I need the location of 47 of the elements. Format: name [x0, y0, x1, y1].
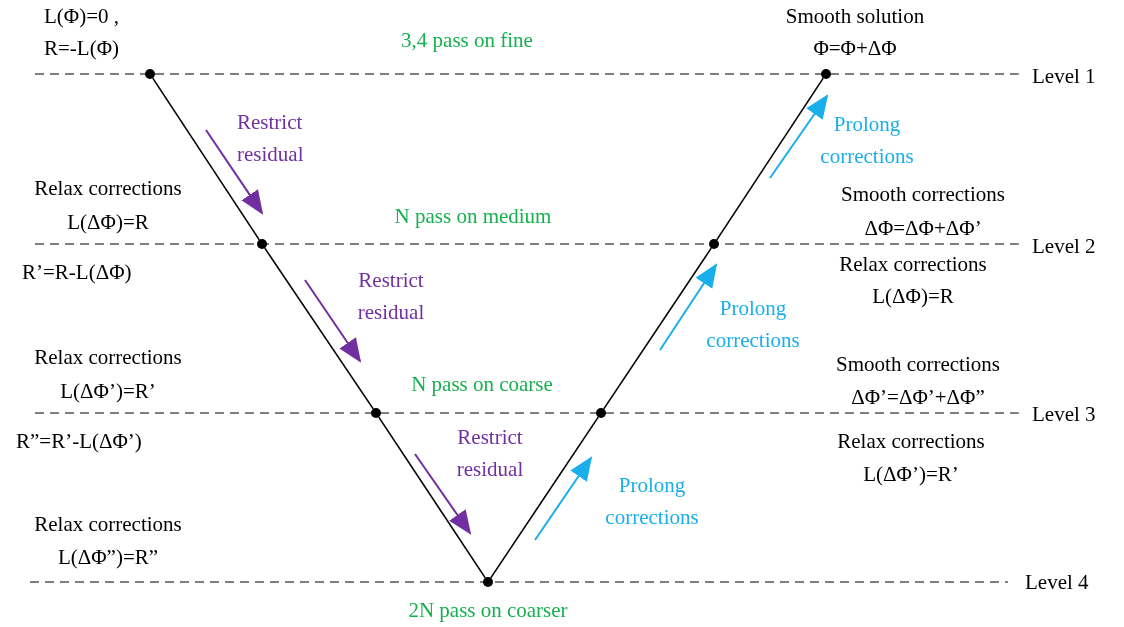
process-label: N pass on coarse [411, 371, 553, 398]
process-label: N pass on medium [394, 203, 552, 230]
step-label: R=-L(Φ) [44, 35, 119, 62]
step-label: R”=R’-L(ΔΦ’) [16, 428, 142, 455]
node-dot [145, 69, 155, 79]
step-label: L(ΔΦ)=R [67, 209, 149, 236]
process-label: Restrict residual [237, 109, 305, 168]
step-label: ΔΦ’=ΔΦ’+ΔΦ” [851, 384, 985, 411]
step-label: L(ΔΦ”)=R” [57, 544, 159, 571]
step-label: Relax corrections [837, 428, 985, 455]
connector-line [489, 416, 599, 579]
step-label: Smooth corrections [836, 351, 1000, 378]
node-dot [709, 239, 719, 249]
node-dot [821, 69, 831, 79]
node-dot [371, 408, 381, 418]
step-label: Relax corrections [34, 175, 182, 202]
step-label: Relax corrections [34, 344, 182, 371]
connector-line [264, 247, 374, 410]
connector-line [603, 247, 712, 410]
step-label: Relax corrections [34, 511, 182, 538]
level-label: Level 4 [1025, 569, 1089, 596]
level-label: Level 3 [1032, 401, 1096, 428]
process-label: 3,4 pass on fine [401, 27, 533, 54]
step-label: ΔΦ=ΔΦ+ΔΦ’ [864, 215, 982, 242]
level-label: Level 2 [1032, 233, 1096, 260]
connector-line [377, 416, 487, 579]
step-label: L(Φ)=0 , [44, 3, 119, 30]
step-label: Smooth corrections [841, 181, 1005, 208]
node-dot [257, 239, 267, 249]
step-label: L(ΔΦ’)=R’ [60, 378, 156, 405]
process-label: 2N pass on coarser [408, 597, 568, 624]
connector-line [151, 77, 261, 241]
step-label: Φ=Φ+ΔΦ [813, 35, 897, 62]
step-label: R’=R-L(ΔΦ) [22, 259, 132, 286]
step-label: Relax corrections [839, 251, 987, 278]
process-label: Prolong corrections [604, 472, 700, 531]
node-dot [596, 408, 606, 418]
step-label: L(ΔΦ)=R [872, 283, 954, 310]
connector-line [715, 77, 825, 241]
process-label: Prolong corrections [819, 111, 915, 170]
node-dot [483, 577, 493, 587]
process-label: Prolong corrections [705, 295, 801, 354]
process-label: Restrict residual [356, 267, 426, 326]
step-label: Smooth solution [785, 3, 925, 30]
process-label: Restrict residual [455, 424, 525, 483]
level-label: Level 1 [1032, 63, 1096, 90]
step-label: L(ΔΦ’)=R’ [863, 461, 959, 488]
